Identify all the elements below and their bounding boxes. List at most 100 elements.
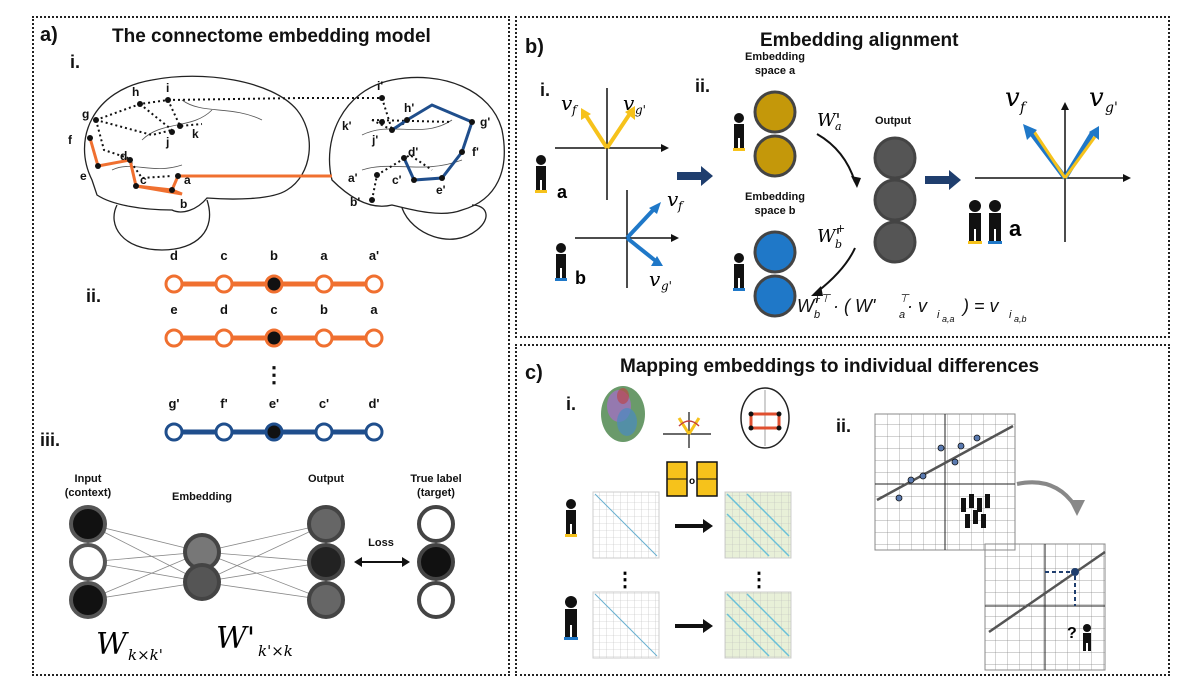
walk3-node-4: d': [368, 396, 379, 411]
right-cerebellum: [401, 204, 487, 240]
panel-b-label: b): [525, 36, 544, 58]
vg-label-a-sub: g': [635, 103, 646, 117]
embedding-node-2: [183, 563, 221, 601]
person-group-icon: [961, 494, 990, 528]
eq-dot: · v: [907, 296, 928, 316]
neural-network-diagram: Input (context) Embedding Output True la…: [65, 473, 462, 664]
panel-c: [515, 344, 1170, 676]
node-a-prime: a': [348, 171, 358, 185]
output-node-1: [873, 136, 917, 180]
vf-label-a-sub: f: [571, 103, 579, 117]
node-k: k: [192, 127, 199, 141]
output-label: Output: [875, 115, 911, 127]
nn-output-label: Output: [308, 473, 344, 485]
output-node-2: [873, 178, 917, 222]
panel-a-title: The connectome embedding model: [112, 26, 431, 47]
vg-label-aligned: v: [1089, 83, 1104, 113]
person-icon-aligned-b: [989, 200, 1001, 241]
node-k-prime: k': [342, 119, 352, 133]
panel-b-title: Embedding alignment: [760, 30, 959, 51]
target-node-2: [417, 543, 455, 581]
walk3-node-2: e': [269, 396, 279, 411]
subject-a-label: a: [557, 182, 568, 202]
arrow-ii-to-aligned: [925, 170, 961, 190]
output-node-1: [307, 505, 345, 543]
node-e-prime: e': [436, 183, 446, 197]
input-node-3: [69, 581, 107, 619]
right-hemisphere-outline: [328, 76, 505, 215]
input-node-2: [69, 543, 107, 581]
question-mark: ?: [1067, 625, 1077, 642]
walk1-node-4: a': [369, 250, 379, 263]
node-f-prime: f': [472, 145, 479, 159]
node-f: f: [68, 133, 73, 147]
vg-label-b: v: [649, 267, 661, 291]
node-b: b: [180, 197, 187, 211]
node-c: c: [140, 173, 147, 187]
space-a-node-2: [753, 134, 797, 178]
eq-v-sub: i: [937, 309, 940, 321]
eq-r-sub: i: [1009, 309, 1012, 321]
eq-w-b: W': [797, 296, 818, 316]
panel-b-sub-ii: ii.: [695, 76, 711, 96]
walk2-node-4: a: [370, 302, 378, 317]
vf-label-aligned: v: [1005, 83, 1020, 113]
wa-label: W': [817, 110, 840, 131]
panel-a-sub-ii: ii.: [86, 286, 102, 306]
node-h: h: [132, 85, 139, 99]
walk1-node-1: c: [220, 250, 227, 263]
eq-mid-sub: a: [899, 309, 905, 321]
space-b-label-1: Embedding: [745, 191, 805, 203]
nn-input-label: Input: [75, 473, 102, 485]
walk3-node-0: g': [168, 396, 179, 411]
w-prime-matrix-subscript: k'×k: [258, 642, 293, 660]
person-icon-space-a: [734, 113, 744, 148]
left-cerebellum: [113, 199, 211, 251]
vg-label-b-sub: g': [661, 279, 672, 293]
node-d: d: [120, 149, 127, 163]
arrow-i-to-ii: [677, 166, 713, 186]
nn-input-context-label: (context): [65, 487, 112, 499]
space-b-node-2: [753, 274, 797, 318]
person-icon-c-1: [566, 499, 576, 534]
person-icon-b: [556, 243, 566, 278]
panel-b-sub-i: i.: [540, 80, 551, 100]
walk2-node-1: d: [220, 302, 228, 317]
walk2-node-0: e: [170, 302, 177, 317]
left-hemisphere-outline: [83, 75, 310, 213]
node-g-prime: g': [480, 115, 490, 129]
walk3-node-3: c': [319, 396, 329, 411]
panel-a-label: a): [40, 24, 58, 46]
vf-label-aligned-sub: f: [1019, 100, 1028, 116]
walk3-node-1: f': [220, 396, 227, 411]
walk2-node-2: c: [270, 302, 277, 317]
nn-loss-label: Loss: [368, 537, 394, 549]
node-g: g: [82, 107, 89, 121]
panel-c-sub-i: i.: [566, 394, 577, 414]
subject-b-label: b: [575, 268, 586, 288]
eq-end: ) = v: [961, 296, 1000, 316]
eq-mid-sup: ⊤: [899, 293, 910, 305]
node-b-prime: b': [350, 195, 360, 209]
space-a-label-1: Embedding: [745, 51, 805, 63]
eq-r-subsub: a,b: [1014, 314, 1027, 324]
wa-label-sub: a: [835, 120, 842, 133]
vf-label-b-sub: f: [677, 199, 685, 213]
space-b-label-2: space b: [755, 205, 796, 217]
vf-label-b: v: [667, 187, 679, 211]
eq-w-b-sup: +⊤: [814, 293, 831, 305]
panel-a-sub-iii: iii.: [40, 430, 61, 450]
eq-mid: · ( W': [833, 296, 876, 316]
w-matrix: W: [96, 627, 129, 662]
input-node-1: [69, 505, 107, 543]
person-icon-space-b: [734, 253, 744, 288]
walk2-node-3: b: [320, 302, 328, 317]
eq-v-subsub: a,a: [942, 314, 955, 324]
wb-label-sup: +: [836, 222, 845, 235]
node-i: i: [166, 81, 169, 95]
node-e: e: [80, 169, 87, 183]
space-a-label-2: space a: [755, 65, 796, 77]
brain-connectome-diagram: h i g k j f d c a e b i' h' k' j' g' f' …: [68, 75, 505, 251]
person-icon-c-2: [565, 596, 577, 637]
aligned-subject-label: a: [1009, 216, 1022, 241]
